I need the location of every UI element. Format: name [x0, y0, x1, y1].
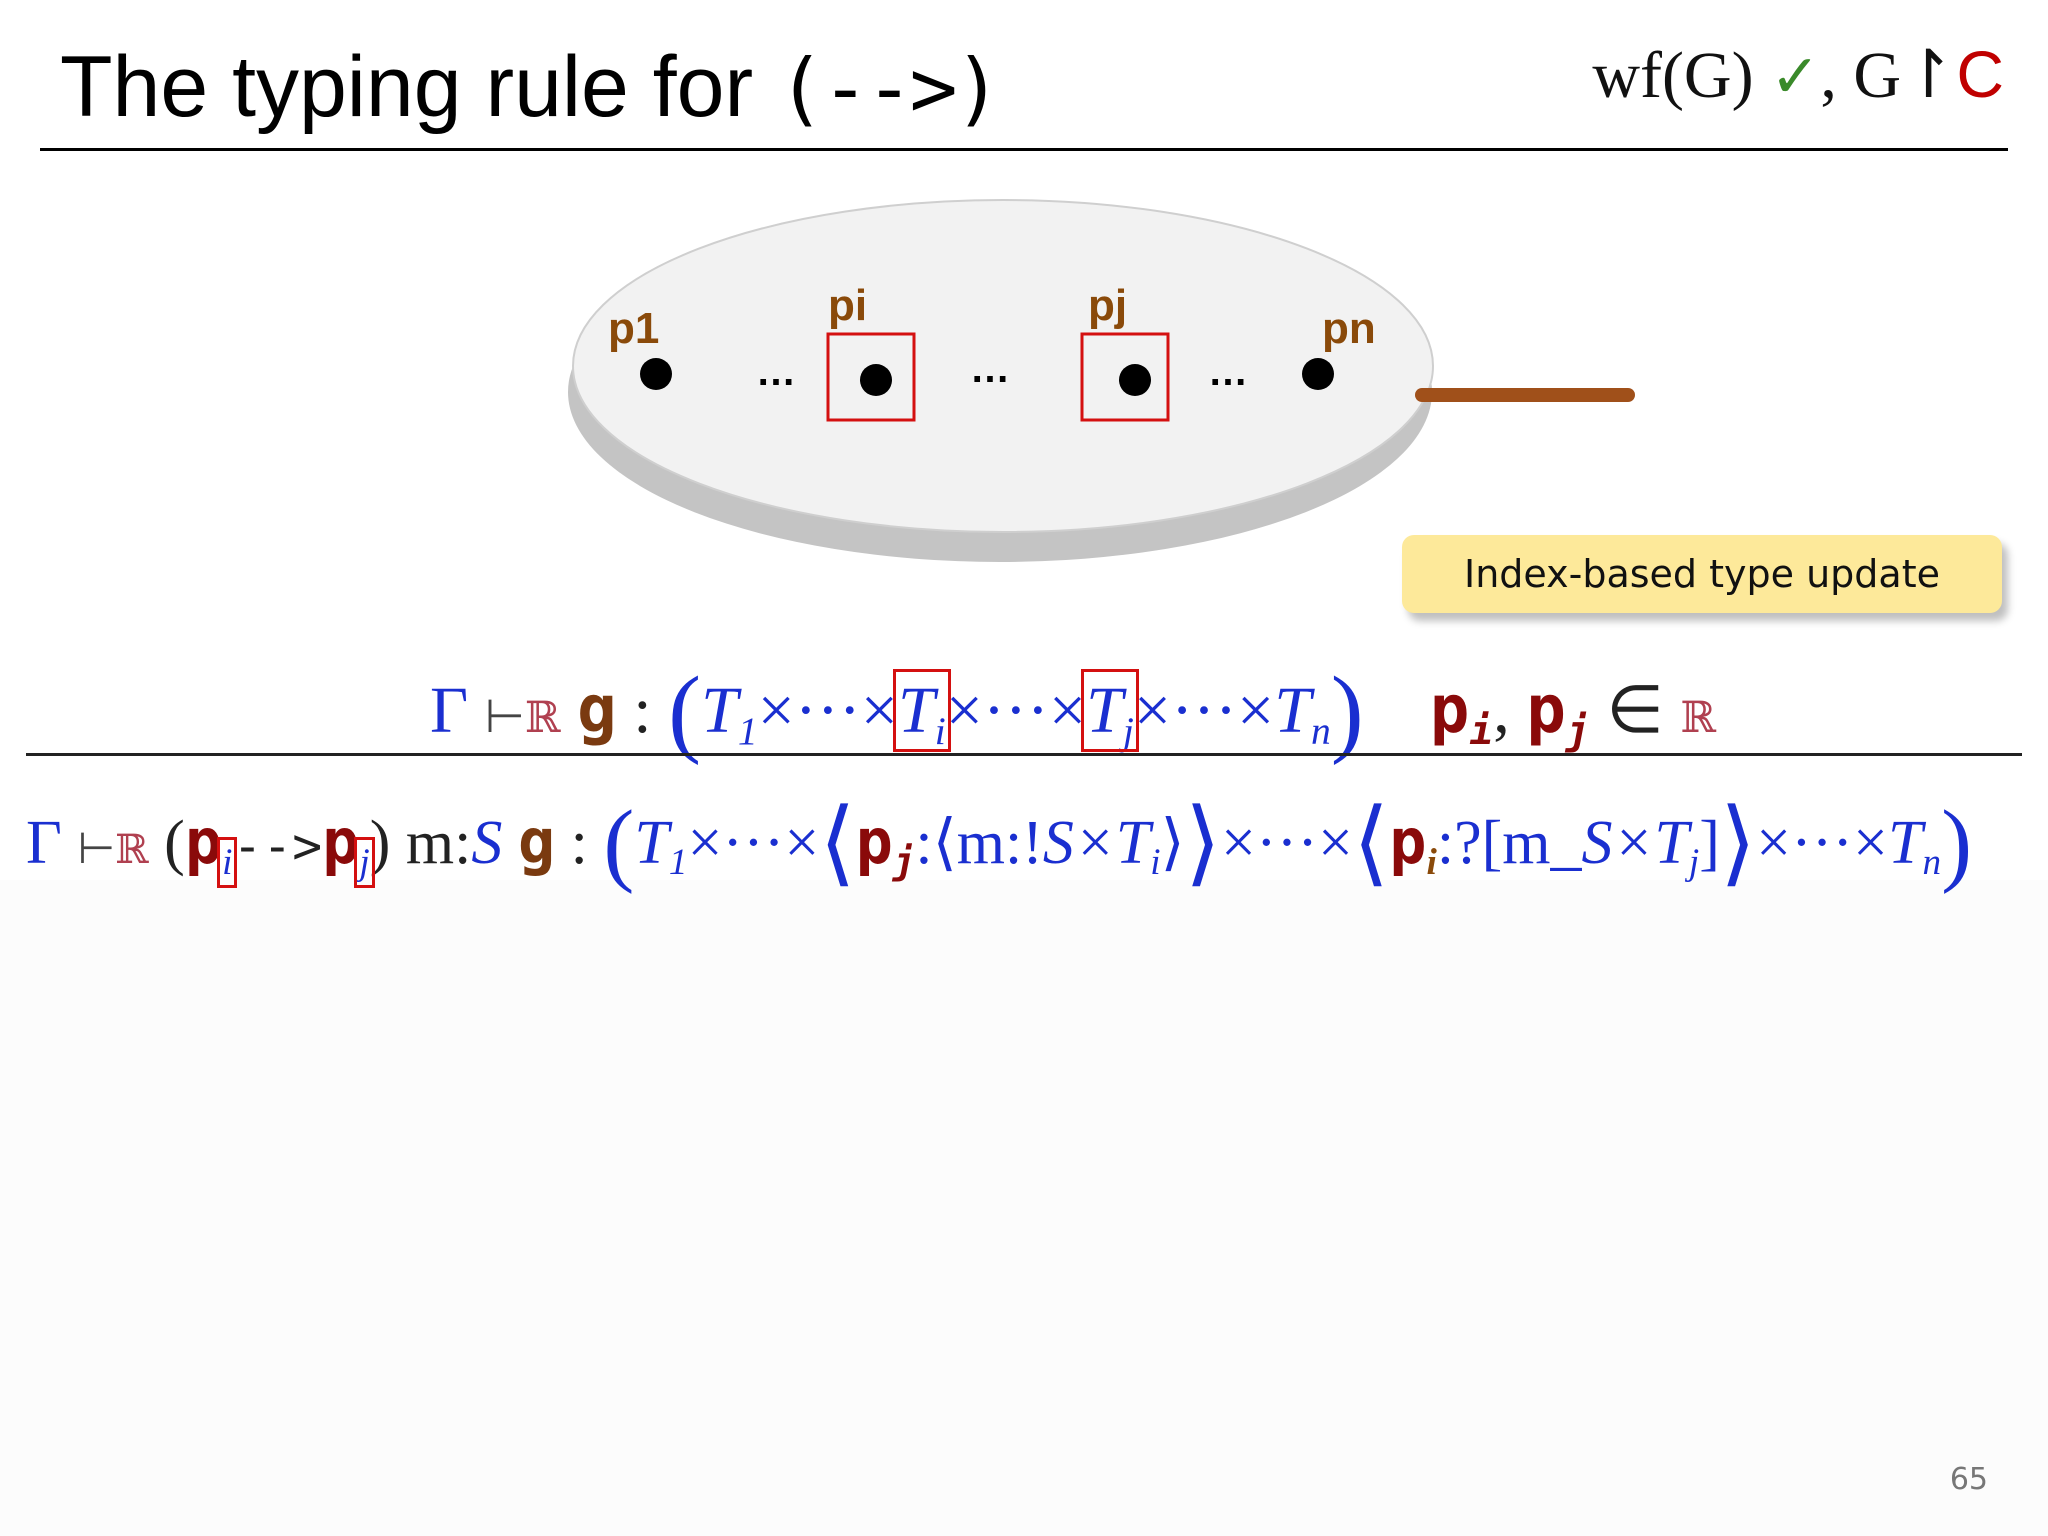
title-underline	[40, 148, 2008, 151]
premise-tn-sub: n	[1310, 709, 1331, 753]
concl-angle-close-2: ⟩	[1719, 792, 1757, 895]
premise-in: ∈	[1589, 674, 1681, 748]
checkmark-icon: ✓	[1770, 42, 1821, 112]
participant-dot-p1	[640, 358, 672, 390]
page-number: 65	[1949, 1462, 1988, 1497]
premise-t1: T	[701, 674, 738, 748]
concl-angle-open-1: ⟨	[819, 792, 856, 895]
ellipsis-1: …	[756, 350, 796, 394]
label-pn: pn	[1322, 304, 1376, 353]
concl-open-paren: (	[603, 792, 635, 895]
premise-ti-sub: i	[934, 709, 946, 753]
premise-g: g	[577, 671, 617, 749]
rule-premise: Γ ⊢ℝ g : (T1×···×Ti×···×Tj×···×Tn) pi, p…	[430, 655, 1716, 768]
premise-tj-highlight: Tj	[1081, 669, 1139, 753]
participant-dot-pj	[1119, 364, 1151, 396]
premise-pj-sub: j	[1566, 708, 1590, 754]
premise-tj: T	[1086, 674, 1123, 748]
premise-colon: :	[616, 674, 669, 748]
concl-times-2: ×···×	[1221, 808, 1353, 877]
concl-angle-close-1: ⟩	[1184, 792, 1222, 895]
premise-gamma: Γ	[430, 674, 469, 748]
concl-ti-sub: i	[1150, 842, 1161, 883]
label-pi: pi	[828, 281, 867, 330]
concl-turnstile: ⊢	[77, 823, 116, 874]
wellformedness-status: wf(G) ✓, G↾C	[1592, 36, 2004, 114]
concl-close-bracket: ]	[1699, 808, 1720, 877]
concl-paren-close: )	[369, 808, 391, 877]
premise-times-3: ×···×	[1133, 674, 1275, 748]
premise-realm-2: ℝ	[1680, 693, 1717, 744]
concl-pj-sub: j	[892, 839, 916, 883]
concl-colon: :	[555, 808, 604, 877]
premise-times-2: ×···×	[945, 674, 1087, 748]
concl-times-1: ×···×	[687, 808, 820, 877]
concl-s: S	[471, 808, 503, 877]
concl-realm: ℝ	[115, 825, 149, 873]
concl-tj-sub: j	[1688, 842, 1700, 883]
concl-paren-open: (	[164, 808, 185, 877]
participant-dot-pn	[1302, 358, 1334, 390]
concl-p-j: p	[322, 804, 360, 878]
concl-pj: p	[855, 804, 893, 878]
concl-close-paren: )	[1941, 792, 1973, 895]
premise-pi: p	[1429, 671, 1470, 749]
status-prefix: wf(G)	[1592, 39, 1771, 112]
concl-s-times-tj: S×T	[1581, 808, 1689, 877]
premise-tj-sub: j	[1122, 709, 1134, 753]
concl-pi-sub: i	[1426, 842, 1437, 883]
ellipsis-2: …	[970, 347, 1010, 391]
concl-t1-sub: 1	[668, 842, 688, 883]
ellipsis-3: …	[1208, 350, 1248, 394]
slide-title: The typing rule for (-->)	[60, 38, 1002, 137]
premise-turnstile: ⊢	[484, 689, 525, 744]
slide-background-lower	[0, 880, 2048, 1536]
highlight-box-pj	[1080, 332, 1170, 422]
concl-times-3: ×···×	[1756, 808, 1889, 877]
premise-tn: T	[1274, 674, 1311, 748]
concl-i-highlight: i	[216, 837, 238, 888]
premise-open-paren: (	[668, 657, 702, 766]
callout-note: Index-based type update	[1402, 535, 2002, 613]
inference-line	[26, 753, 2022, 756]
label-p1: p1	[608, 304, 659, 353]
callout-text: Index-based type update	[1464, 552, 1940, 596]
concl-angle-open-2: ⟨	[1352, 792, 1390, 895]
premise-comma: ,	[1493, 674, 1527, 748]
rule-conclusion: Γ ⊢ℝ (pi-->pj) m:S g : (T1×···×⟨pj:⟨m:!S…	[26, 788, 1972, 897]
label-pj: pj	[1088, 281, 1127, 330]
premise-pi-sub: i	[1469, 708, 1494, 754]
concl-t1: T	[634, 808, 669, 877]
participant-dot-pi	[860, 364, 892, 396]
premise-ti: T	[898, 674, 935, 748]
premise-close-paren: )	[1330, 657, 1364, 766]
concl-arrow: -->	[232, 816, 323, 875]
premise-pj: p	[1526, 671, 1567, 749]
concl-tn-sub: n	[1922, 842, 1942, 883]
premise-ti-highlight: Ti	[893, 669, 951, 753]
concl-inner-angle-close: ⟩	[1160, 808, 1185, 877]
premise-t1-sub: 1	[737, 709, 758, 753]
concl-s-times-ti: S×T	[1042, 808, 1151, 877]
premise-times-1: ×···×	[757, 674, 899, 748]
concl-send: :⟨m:!	[915, 808, 1043, 877]
title-code: (-->)	[777, 42, 1002, 135]
concl-g: g	[517, 804, 556, 878]
concl-tn: T	[1888, 808, 1923, 877]
concl-msg: m:	[390, 808, 472, 877]
concl-p-i: p	[184, 804, 223, 878]
status-c: C	[1956, 37, 2004, 111]
concl-pi: p	[1389, 804, 1427, 878]
disk-top	[572, 199, 1434, 533]
concl-recv: :?[m_	[1436, 808, 1582, 877]
status-middle: , G↾	[1820, 39, 1957, 112]
participant-diagram: p1 pi pj pn … … …	[568, 199, 1635, 562]
concl-j-highlight: j	[354, 837, 375, 888]
highlight-box-pi	[826, 332, 916, 422]
title-text: The typing rule for	[60, 39, 778, 135]
concl-gamma: Γ	[26, 808, 62, 877]
premise-realm: ℝ	[524, 693, 561, 744]
